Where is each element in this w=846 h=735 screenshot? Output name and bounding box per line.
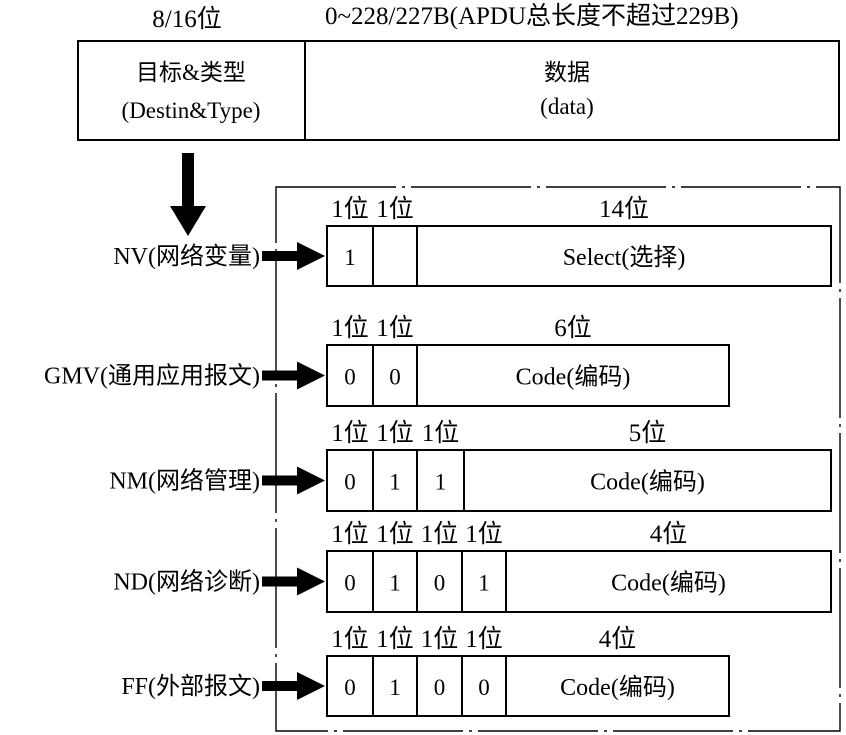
bit-value: 0	[344, 365, 356, 390]
bit-width-label: 1位	[331, 520, 369, 548]
apdu-header-box	[77, 40, 840, 141]
field-width-label: 14位	[599, 195, 649, 223]
bit-value: 1	[389, 470, 401, 495]
right-arrow-icon	[262, 672, 325, 700]
bit-width-label: 1位	[376, 314, 414, 342]
bit-value: 0	[344, 675, 356, 700]
bit-value: 1	[389, 571, 401, 596]
right-arrow-icon	[262, 466, 325, 495]
bit-value: 0	[389, 365, 401, 390]
bit-value: 0	[344, 470, 356, 495]
bit-field-box	[326, 225, 832, 287]
field-width-label: 4位	[650, 520, 688, 548]
bit-field-box	[326, 655, 730, 717]
bit-width-label: 1位	[376, 419, 414, 447]
bit-value: 1	[344, 245, 356, 270]
bit-width-label: 1位	[465, 520, 503, 548]
bit-width-label: 1位	[376, 195, 414, 223]
bit-width-label: 1位	[421, 625, 459, 653]
row-type-label: NV(网络变量)	[113, 243, 260, 270]
bit-value: 0	[478, 675, 490, 700]
right-arrow-icon	[262, 361, 325, 390]
bit-width-label: 1位	[376, 520, 414, 548]
row-type-label: GMV(通用应用报文)	[44, 363, 260, 390]
bit-field-box	[326, 344, 730, 407]
field-name: Code(编码)	[516, 364, 631, 391]
bit-width-label: 1位	[331, 314, 369, 342]
bit-width-label: 1位	[331, 195, 369, 223]
bit-value: 0	[434, 571, 446, 596]
bit-value: 1	[478, 571, 490, 596]
target-type-title: 目标&类型	[136, 60, 246, 85]
row-type-label: FF(外部报文)	[121, 673, 260, 700]
bit-width-label: 1位	[376, 625, 414, 653]
bit-width-label: 1位	[331, 419, 369, 447]
row-type-label: ND(网络诊断)	[113, 569, 260, 596]
header-left-width-label: 8/16位	[152, 5, 221, 33]
bit-field-box	[326, 550, 832, 613]
down-arrow-icon	[170, 153, 206, 236]
bit-value: 1	[435, 470, 447, 495]
right-arrow-icon	[262, 242, 325, 270]
data-title: 数据	[544, 60, 590, 85]
field-name: Code(编码)	[590, 469, 705, 496]
data-subtitle: (data)	[540, 94, 594, 119]
target-type-subtitle: (Destin&Type)	[122, 98, 261, 123]
header-right-width-label: 0~228/227B(APDU总长度不超过229B)	[325, 2, 739, 30]
bit-width-label: 1位	[421, 520, 459, 548]
field-name: Select(选择)	[563, 244, 686, 271]
row-type-label: NM(网络管理)	[109, 468, 260, 495]
field-name: Code(编码)	[560, 674, 675, 701]
field-width-label: 4位	[599, 625, 637, 653]
right-arrow-icon	[262, 567, 325, 596]
bit-field-box	[326, 449, 832, 512]
bit-width-label: 1位	[422, 419, 460, 447]
bit-value: 0	[344, 571, 356, 596]
bit-value: 1	[389, 675, 401, 700]
field-width-label: 5位	[629, 419, 667, 447]
bit-value: 0	[434, 675, 446, 700]
field-name: Code(编码)	[611, 570, 726, 597]
bit-width-label: 1位	[465, 625, 503, 653]
type-detail-container	[275, 186, 841, 732]
field-width-label: 6位	[554, 314, 592, 342]
bit-width-label: 1位	[331, 625, 369, 653]
